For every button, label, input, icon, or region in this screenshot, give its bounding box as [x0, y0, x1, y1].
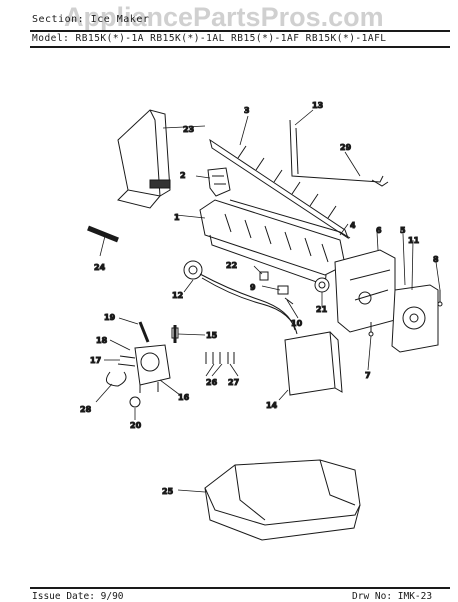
callout-27: 27 [228, 378, 239, 387]
part-21-gear [314, 277, 330, 293]
part-26-27-screws [205, 352, 235, 364]
callout-6: 6 [376, 226, 382, 235]
leader-lines [95, 109, 441, 493]
callout-17: 17 [90, 356, 101, 365]
callout-23: 23 [183, 125, 194, 134]
callout-29: 29 [340, 143, 352, 152]
callout-20: 20 [130, 421, 142, 430]
part-9-10-22-clips [259, 271, 294, 305]
callout-8: 8 [433, 255, 439, 264]
model-list: Model: RB15K(*)-1A RB15K(*)-1AL RB15(*)-… [32, 33, 387, 44]
callout-9: 9 [250, 283, 256, 292]
part-3-ejector [209, 138, 350, 240]
callout-7: 7 [365, 371, 371, 380]
callout-3: 3 [244, 106, 250, 115]
part-24-tube [87, 225, 119, 243]
section-title: Section: Ice Maker [32, 14, 150, 25]
callout-14: 14 [266, 401, 278, 410]
part-5-11-cover-plate [391, 284, 439, 353]
callout-12: 12 [172, 291, 183, 300]
part-16-water-valve [117, 344, 171, 393]
part-2-inlet [207, 167, 231, 197]
part-6-housing [334, 249, 396, 333]
callout-11: 11 [408, 236, 420, 245]
callout-5: 5 [400, 226, 406, 235]
callout-16: 16 [178, 393, 190, 402]
callout-13: 13 [312, 101, 323, 110]
header-rule [30, 30, 450, 32]
callout-25: 25 [162, 487, 174, 496]
part-13-29-shutoff-arm [289, 119, 389, 187]
part-12-cord [183, 260, 298, 335]
part-23-chute-cover [117, 109, 171, 209]
issue-date: Issue Date: 9/90 [32, 591, 124, 602]
footer-rule [30, 587, 450, 589]
drawing-number: Drw No: IMK-23 [352, 591, 433, 602]
part-14-module [284, 331, 343, 396]
part-7-8-screws [368, 290, 443, 337]
watermark-logo: AppliancePartsPros.com [64, 2, 384, 32]
callout-19: 19 [104, 313, 116, 322]
part-15-19-fittings [138, 321, 179, 343]
callout-24: 24 [94, 263, 106, 272]
callout-28: 28 [80, 405, 92, 414]
callout-2: 2 [180, 171, 186, 180]
part-20-28-valve-parts [105, 371, 141, 408]
callout-22: 22 [226, 261, 237, 270]
callout-21: 21 [316, 305, 328, 314]
callout-4: 4 [350, 221, 356, 230]
callout-1: 1 [174, 213, 180, 222]
header-rule-lower [30, 46, 450, 48]
callout-26: 26 [206, 378, 218, 387]
callout-18: 18 [96, 336, 108, 345]
part-1-ice-mold [199, 199, 351, 286]
part-25-ice-bin [204, 459, 361, 541]
callout-10: 10 [291, 319, 303, 328]
callout-15: 15 [206, 331, 218, 340]
